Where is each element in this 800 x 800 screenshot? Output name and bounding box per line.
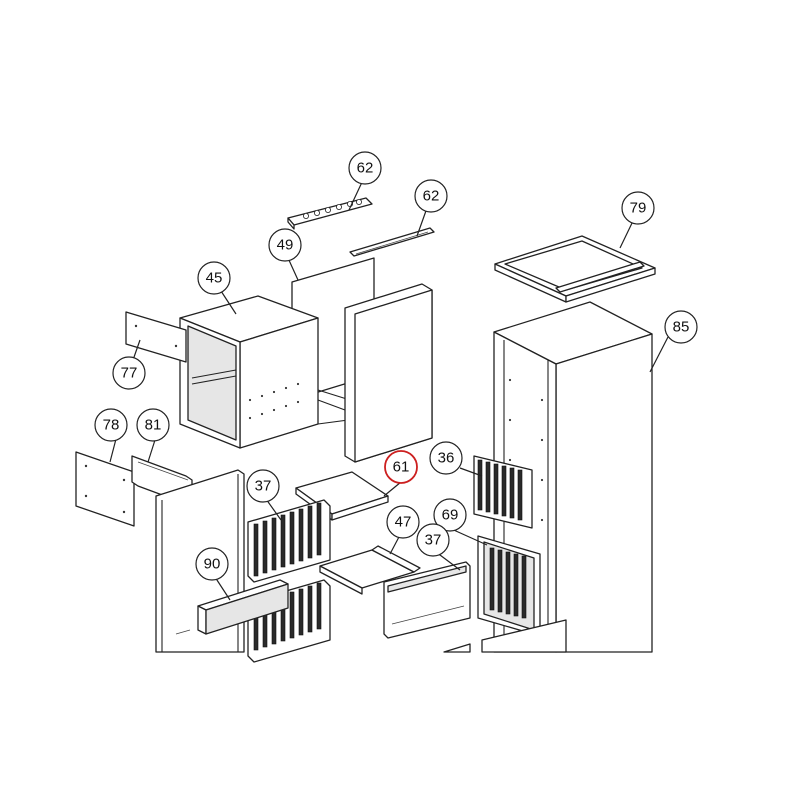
callout-37-upper-left[interactable]: 37 (246, 469, 280, 503)
callout-79[interactable]: 79 (621, 191, 655, 225)
part-36-grate (473, 455, 533, 529)
callout-69[interactable]: 69 (433, 498, 467, 532)
callout-77[interactable]: 77 (112, 356, 146, 390)
callout-85[interactable]: 85 (664, 310, 698, 344)
callout-label: 37 (255, 478, 272, 495)
part-37-grate-left (247, 499, 331, 583)
callout-45[interactable]: 45 (197, 261, 231, 295)
front-baffle-panel (344, 283, 433, 463)
callout-label: 81 (145, 417, 162, 434)
callout-label: 62 (423, 188, 440, 205)
callout-47[interactable]: 47 (386, 505, 420, 539)
callout-81[interactable]: 81 (136, 408, 170, 442)
callout-label: 45 (206, 270, 223, 287)
part-37-front-plate (383, 561, 471, 639)
part-78-plate (75, 451, 135, 527)
callout-label: 90 (204, 556, 221, 573)
callout-label: 61 (393, 459, 410, 476)
callout-78[interactable]: 78 (94, 408, 128, 442)
callout-37-front[interactable]: 37 (416, 523, 450, 557)
part-47-tray (319, 545, 421, 595)
callout-label: 62 (357, 160, 374, 177)
callout-label: 78 (103, 417, 120, 434)
part-62-lower-bracket (349, 227, 435, 257)
part-69-door-grate (477, 535, 541, 637)
callout-61-highlighted[interactable]: 61 (384, 450, 418, 484)
callout-label: 69 (442, 507, 459, 524)
leader-lines (109, 179, 669, 601)
part-77-plate (125, 311, 187, 363)
callout-36[interactable]: 36 (429, 441, 463, 475)
callout-62-second[interactable]: 62 (414, 179, 448, 213)
part-79-top-frame (494, 235, 656, 303)
part-90-bar (197, 579, 289, 635)
callout-label: 85 (673, 319, 690, 336)
bottom-components (175, 619, 567, 653)
callout-label: 77 (121, 365, 138, 382)
callout-label: 37 (425, 532, 442, 549)
callout-label: 47 (395, 514, 412, 531)
callout-90[interactable]: 90 (195, 547, 229, 581)
callout-62-top[interactable]: 62 (348, 151, 382, 185)
callout-49[interactable]: 49 (268, 228, 302, 262)
callout-label: 79 (630, 200, 647, 217)
part-62-upper-bracket (287, 197, 373, 230)
part-45-firebox (179, 295, 351, 449)
callout-label: 36 (438, 450, 455, 467)
callout-label: 49 (277, 237, 294, 254)
